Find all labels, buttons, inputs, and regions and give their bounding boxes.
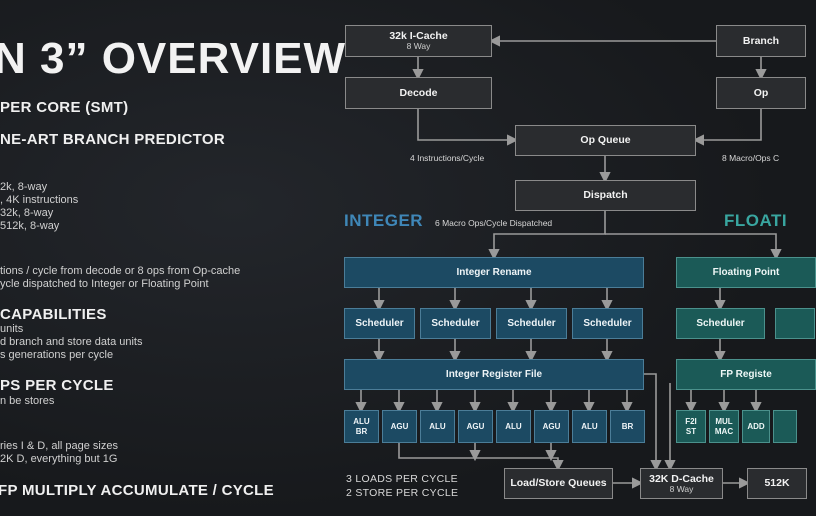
int-scheduler-3: Scheduler [496,308,567,339]
eu-agu-3: AGU [534,410,569,443]
op-cache-box: Op [716,77,806,109]
feature-line-1: NE-ART BRANCH PREDICTOR [0,131,225,148]
eu-add-1: ADD [742,410,770,443]
feature-line-10: d branch and store data units [0,336,143,348]
fp-scheduler-1: Scheduler [676,308,765,339]
feature-line-14: ries I & D, all page sizes [0,440,118,452]
l2-cache-box: 512K [747,468,807,499]
fp-scheduler-2 [775,308,815,339]
opcache-rate-label: 8 Macro/Ops C [722,153,780,163]
page-title: N 3” OVERVIEW [0,34,347,83]
loads-per-cycle-label: 3 LOADS PER CYCLE [346,473,458,485]
arrow-4 [692,109,762,146]
feature-line-3: , 4K instructions [0,194,79,206]
feature-line-8: CAPABILITIES [0,306,107,323]
feature-line-4: 32k, 8-way [0,207,54,219]
integer-register-file-box: Integer Register File [344,359,644,390]
integer-heading: INTEGER [344,211,424,230]
feature-line-12: PS PER CYCLE [0,377,114,394]
arrow-34 [644,373,662,472]
arrow-3 [417,109,519,146]
arrow-29 [398,443,564,472]
feature-line-11: s generations per cycle [0,349,114,361]
arrow-6 [488,211,606,261]
eu-add-2 [773,410,797,443]
eu-alu-2: ALU [496,410,531,443]
decode-box: Decode [345,77,492,109]
feature-line-9: units [0,323,24,335]
floating-heading: FLOATI [724,211,788,230]
int-scheduler-1: Scheduler [344,308,415,339]
feature-line-0: PER CORE (SMT) [0,99,129,116]
feature-line-2: 2k, 8-way [0,181,48,193]
connection-arrows [355,35,782,489]
eu-agu-1: AGU [382,410,417,443]
load-store-queues-box: Load/Store Queues [504,468,613,499]
op-queue-box: Op Queue [515,125,696,156]
feature-line-6: tions / cycle from decode or 8 ops from … [0,265,241,277]
stores-per-cycle-label: 2 STORE PER CYCLE [346,487,459,499]
feature-line-13: n be stores [0,395,55,407]
fp-register-file-box: FP Registe [676,359,816,390]
eu-br: BR [610,410,645,443]
integer-rename-box: Integer Rename [344,257,644,288]
fp-rename-box: Floating Point [676,257,816,288]
eu-alu-3: ALU [572,410,607,443]
branch-box: Branch [716,25,806,57]
feature-line-15: 2K D, everything but 1G [0,453,118,465]
eu-alu-1: ALU [420,410,455,443]
decode-rate-label: 4 Instructions/Cycle [410,153,485,163]
dispatch-box: Dispatch [515,180,696,211]
int-scheduler-2: Scheduler [420,308,491,339]
dispatch-rate-label: 6 Macro Ops/Cycle Dispatched [435,218,553,228]
feature-line-16: FP MULTIPLY ACCUMULATE / CYCLE [0,482,274,499]
int-scheduler-4: Scheduler [572,308,643,339]
feature-line-7: ycle dispatched to Integer or Floating P… [0,278,209,290]
arrow-7 [605,233,782,261]
eu-agu-2: AGU [458,410,493,443]
feature-line-5: 512k, 8-way [0,220,60,232]
